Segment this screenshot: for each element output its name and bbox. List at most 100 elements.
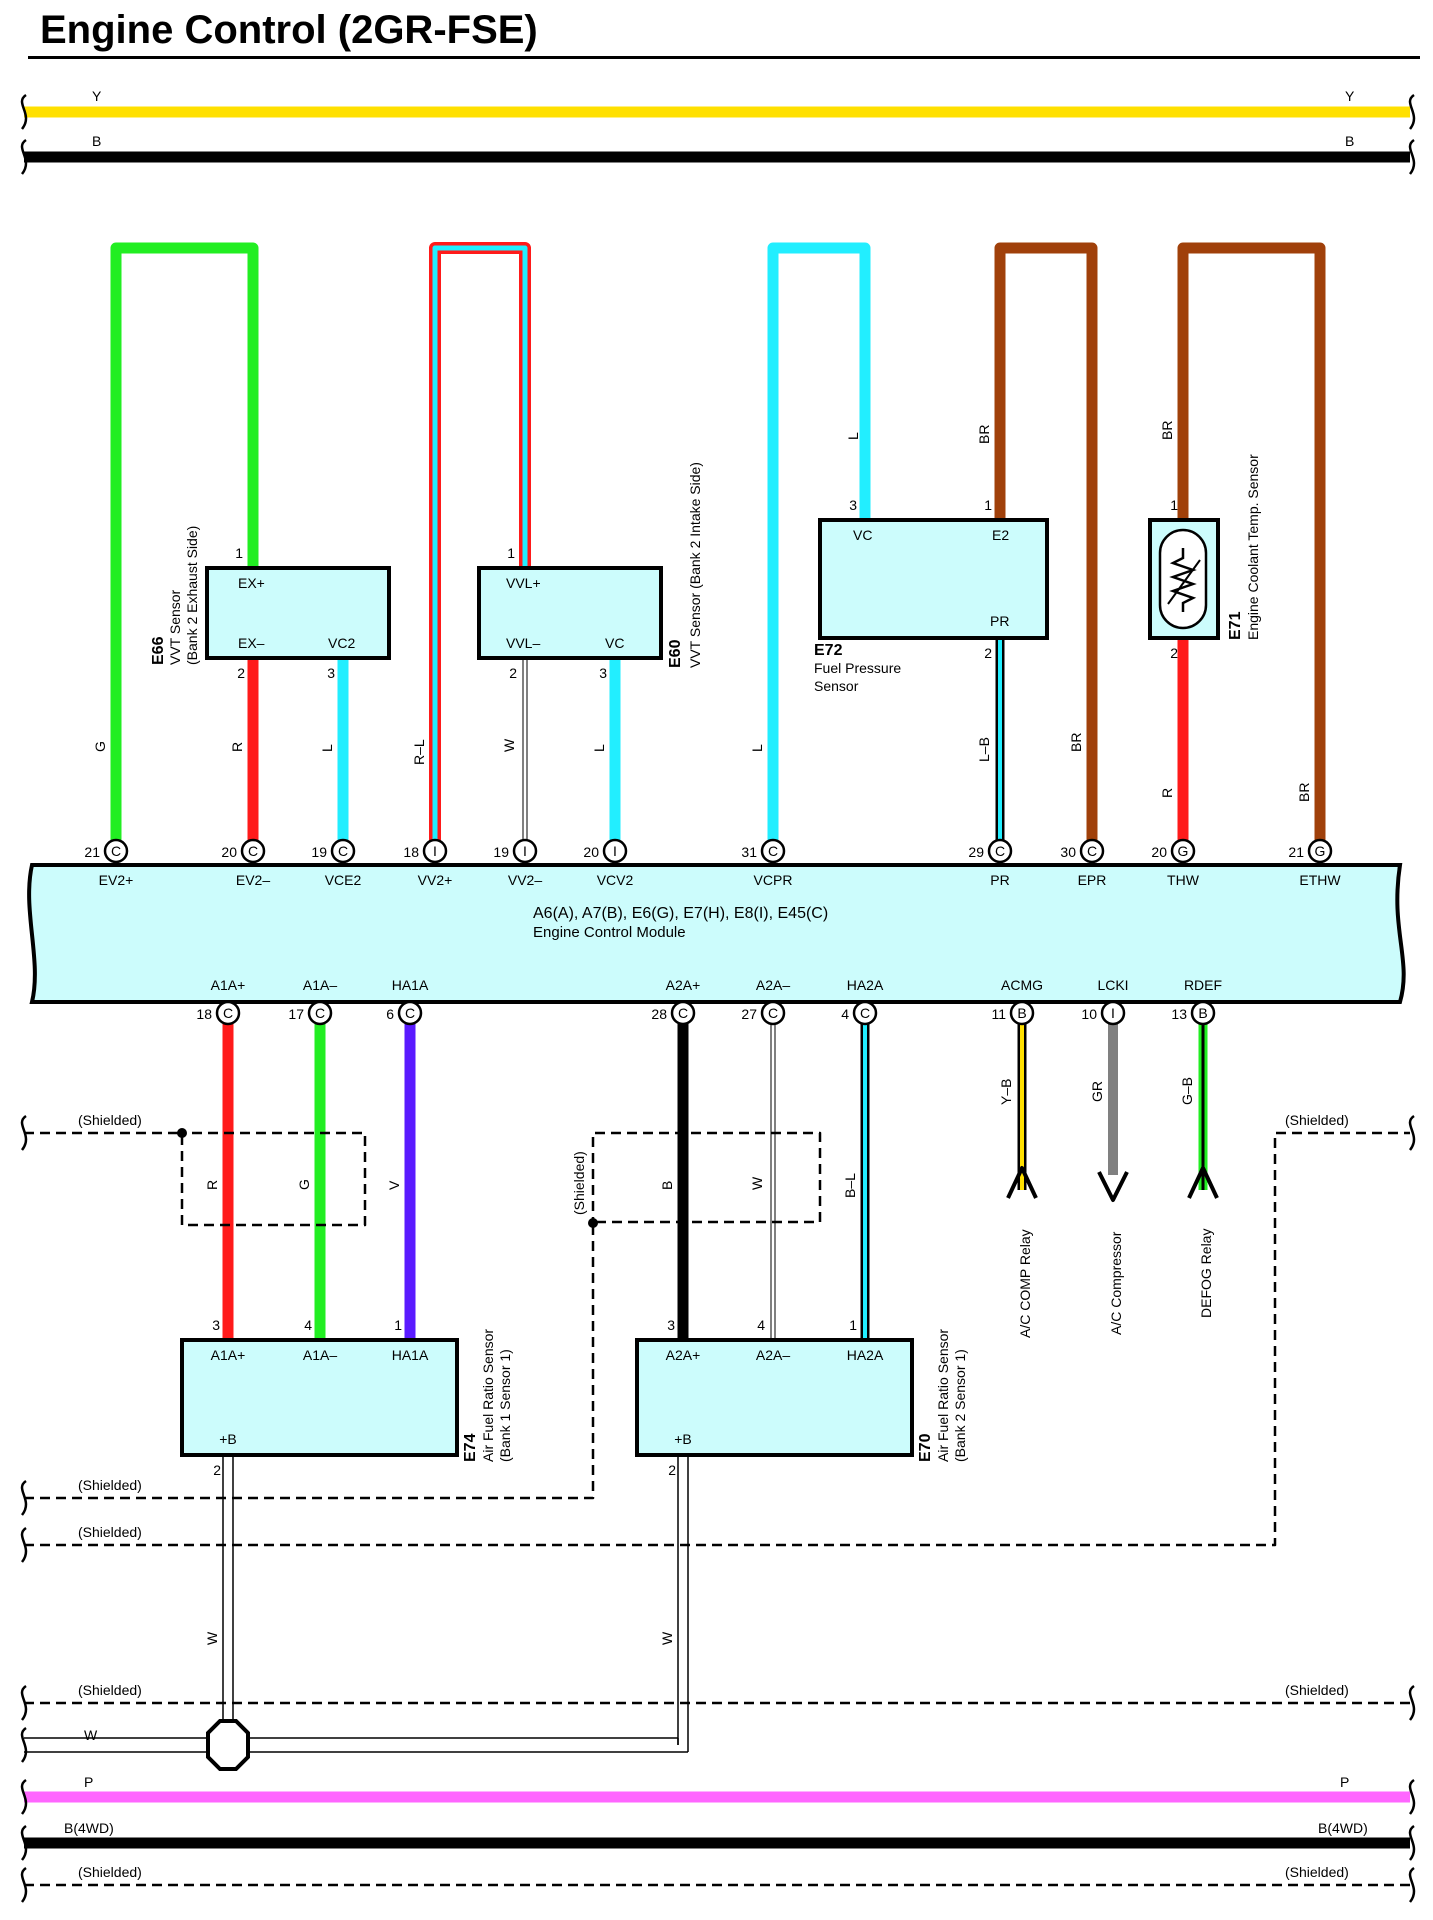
e60-pin-label: VVL+	[506, 575, 541, 591]
ecm-top-pin-label: EV2–	[236, 872, 270, 888]
e66-pin-label: EX+	[238, 575, 265, 591]
e60-pin-num: 3	[599, 665, 607, 681]
ecm-bottom-pin-circle	[307, 1000, 333, 1026]
bus-label-p: P	[84, 1774, 93, 1790]
shield-label-vertical: (Shielded)	[571, 1151, 587, 1215]
e72-pin-label: PR	[990, 613, 1009, 629]
relay-label-defog: DEFOG Relay	[1198, 1229, 1214, 1318]
arrow-acmg	[1006, 1166, 1038, 1199]
wire-color-label: BR	[1159, 421, 1175, 440]
e71-thermistor	[1158, 528, 1208, 630]
e60-name: VVT Sensor (Bank 2 Intake Side)	[687, 462, 703, 668]
component-e74-box	[180, 1338, 459, 1457]
e70-pin-num: 1	[849, 1317, 857, 1333]
bus-break-right	[1408, 1866, 1416, 1903]
ecm-bottom-pin-num: 17	[288, 1006, 304, 1022]
ecm-top-pin-label: VV2–	[508, 872, 542, 888]
wire-color-label: L	[591, 744, 607, 752]
ecm-top-pin-circle	[240, 838, 266, 864]
ecm-bottom-pin-conn: C	[860, 1005, 870, 1021]
ecm-top-pin-label: PR	[990, 872, 1009, 888]
wire-color-label: G–B	[1179, 1077, 1195, 1105]
ecm-top-pin-num: 19	[311, 844, 327, 860]
wire-color-label: R	[229, 742, 245, 752]
e72-id: E72	[814, 642, 843, 659]
ecm-top-pin-conn: I	[433, 843, 437, 859]
e74-pin-label: A1A–	[303, 1347, 337, 1363]
bus-label-b: B	[92, 133, 101, 149]
e71-pin-num: 1	[1170, 497, 1178, 513]
bus-break-left	[20, 1684, 28, 1721]
ecm-bottom-pin-circle	[1009, 1000, 1035, 1026]
ecm-top-pin-circle	[103, 838, 129, 864]
e74-pin-label: HA1A	[392, 1347, 429, 1363]
e66-name: VVT Sensor	[167, 589, 183, 665]
shield-label: (Shielded)	[1285, 1112, 1349, 1128]
wire-color-label: W	[749, 1176, 765, 1190]
ecm-bottom-pin-num: 13	[1171, 1006, 1187, 1022]
ecm-bottom-pin-conn: C	[678, 1005, 688, 1021]
ecm-bottom-pin-circle	[397, 1000, 423, 1026]
e74-pin-label: +B	[219, 1431, 237, 1447]
wire-color-label: R	[204, 1180, 220, 1190]
bus-break-left	[20, 1778, 28, 1815]
component-e70-box	[635, 1338, 914, 1457]
wire-layer	[24, 242, 1410, 1887]
ecm-top-pin-conn: G	[1315, 843, 1326, 859]
shield-e70	[24, 1131, 822, 1500]
shield-label: (Shielded)	[78, 1477, 142, 1493]
e70-sub: (Bank 2 Sensor 1)	[952, 1349, 968, 1462]
ecm-top-pin-label: EV2+	[99, 872, 134, 888]
bus-break-left	[20, 1114, 28, 1151]
ecm-box	[27, 863, 1406, 1004]
ecm-name: A6(A), A7(B), E6(G), E7(H), E8(I), E45(C…	[533, 905, 828, 922]
bus-break-left	[20, 1526, 28, 1563]
ecm-top-pin-circle	[602, 838, 628, 864]
ecm-bottom-pin-num: 11	[991, 1006, 1006, 1022]
ecm-bottom-pin-label: A1A+	[211, 977, 246, 993]
ecm-bottom-pin-label: A2A–	[756, 977, 790, 993]
ecm-bottom-pin-circle	[852, 1000, 878, 1026]
shield-label: (Shielded)	[78, 1682, 142, 1698]
ecm-bottom-pin-circle	[670, 1000, 696, 1026]
wire-color-label: L	[749, 744, 765, 752]
ecm-top-pin-conn: I	[523, 843, 527, 859]
ecm-top-pin-conn: G	[1178, 843, 1189, 859]
e71-pin-num: 2	[1170, 645, 1178, 661]
wire-color-label: BR	[1296, 783, 1312, 802]
e60-pin-label: VVL–	[506, 635, 540, 651]
ecm-top-pin-conn: C	[248, 843, 258, 859]
arrow-rdef	[1187, 1166, 1219, 1199]
wire-ev2plus	[110, 242, 259, 845]
ecm-bottom-pin-circle	[760, 1000, 786, 1026]
ecm-bottom-pin-conn: C	[405, 1005, 415, 1021]
ecm-bottom-pin-num: 27	[741, 1006, 757, 1022]
bus-break-left	[20, 1824, 28, 1861]
bus-label-b4wd: B(4WD)	[1318, 1820, 1368, 1836]
ecm-top-pin-conn: C	[111, 843, 121, 859]
shield-label: (Shielded)	[1285, 1864, 1349, 1880]
ecm-top-pin-circle	[422, 838, 448, 864]
e66-pin-label: VC2	[328, 635, 355, 651]
resistor-icon	[1169, 548, 1197, 612]
ecm-bottom-pin-num: 10	[1081, 1006, 1097, 1022]
e60-id: E60	[667, 639, 684, 668]
arrow-lcki	[1097, 1171, 1129, 1202]
e70-pin-num: 4	[757, 1317, 765, 1333]
title-rule	[28, 56, 1420, 59]
e72-pin-label: E2	[992, 527, 1009, 543]
e74-name: Air Fuel Ratio Sensor	[480, 1329, 496, 1462]
e72-pin-num: 3	[849, 497, 857, 513]
ecm-top-pin-circle	[1079, 838, 1105, 864]
e60-pin-num: 1	[507, 545, 515, 561]
e66-pin-num: 2	[237, 665, 245, 681]
wire-color-label: L	[845, 432, 861, 440]
bus-layer	[20, 93, 1416, 1903]
ecm-bottom-pin-label: LCKI	[1097, 977, 1128, 993]
ecm-top-pin-circle	[512, 838, 538, 864]
e74-pin-num: 2	[213, 1462, 221, 1478]
e60-pin-num: 2	[509, 665, 517, 681]
ecm-top-pin-label: VCPR	[754, 872, 793, 888]
bus-label-b4wd: B(4WD)	[64, 1820, 114, 1836]
e66-pin-num: 1	[235, 545, 243, 561]
